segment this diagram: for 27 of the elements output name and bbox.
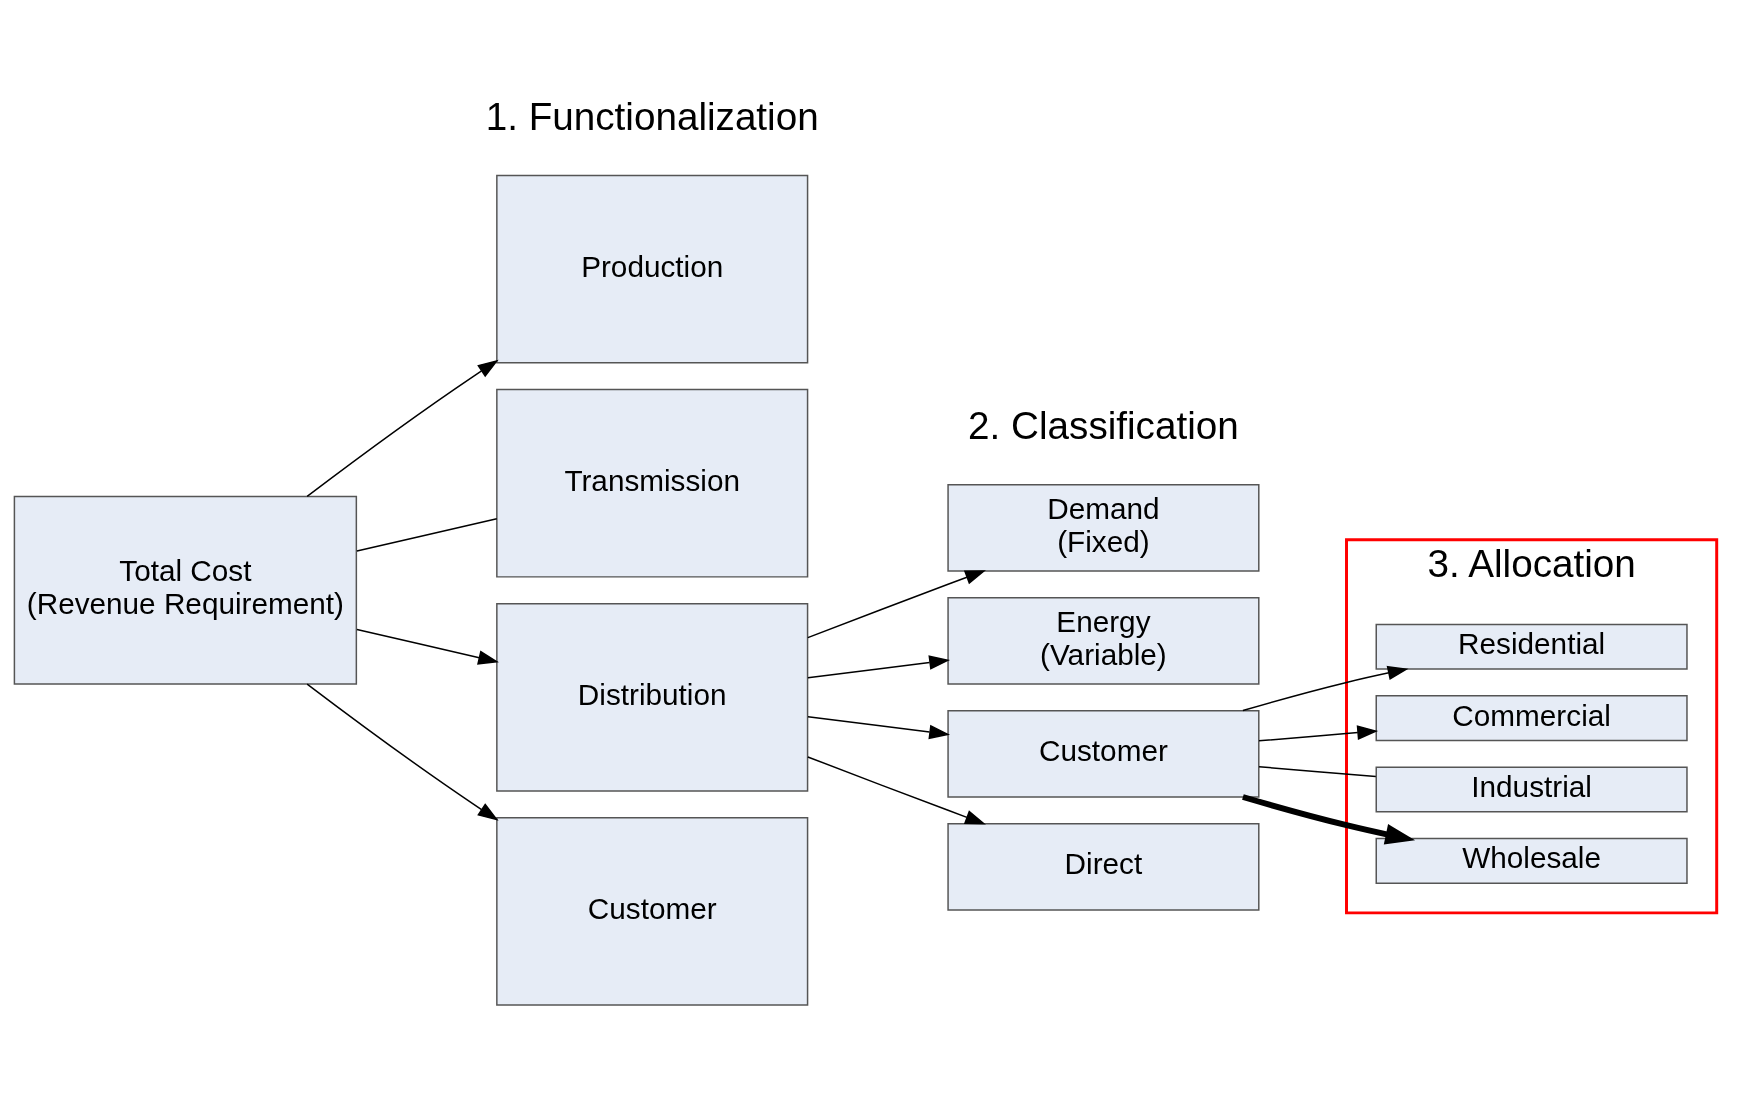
node-box: Transmission (496, 388, 809, 578)
node-box: Distribution (496, 602, 809, 792)
arrow (306, 682, 499, 821)
arrow (807, 654, 950, 679)
label: 2. Classification (968, 403, 1239, 447)
node-box: Energy (Variable) (947, 596, 1260, 685)
label: 1. Functionalization (485, 94, 819, 138)
connector (356, 517, 498, 552)
arrow (807, 715, 950, 739)
arrow (356, 628, 499, 665)
arrow (807, 569, 986, 638)
arrow (306, 359, 499, 497)
node-box: Industrial (1375, 765, 1688, 813)
node-box: Wholesale (1375, 837, 1688, 884)
node-box: Demand (Fixed) (947, 483, 1260, 572)
node-box: Residential (1375, 623, 1688, 670)
arrow (807, 755, 986, 824)
node-box: Direct (947, 822, 1260, 911)
connector (1258, 765, 1377, 777)
arrow (1242, 665, 1409, 711)
node-box: Commercial (1375, 694, 1688, 741)
node-box: Customer (496, 816, 809, 1006)
node-box: Customer (947, 709, 1260, 798)
arrow (1258, 724, 1379, 742)
node-box: Production (496, 174, 809, 364)
arrow (1242, 793, 1416, 844)
node-box: Total Cost (Revenue Requirement) (13, 495, 358, 685)
